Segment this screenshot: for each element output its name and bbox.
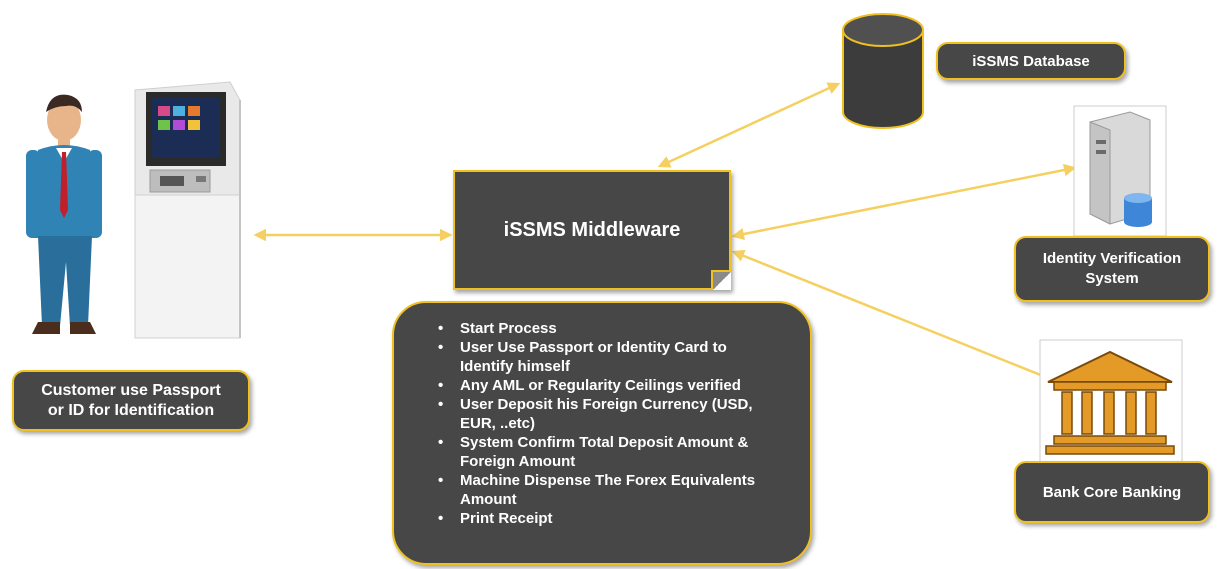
customer-label-line1: Customer use Passport bbox=[41, 381, 221, 399]
process-steps-list: Start Process User Use Passport or Ident… bbox=[414, 319, 790, 528]
customer-box: Customer use Passport or ID for Identifi… bbox=[12, 370, 250, 431]
arrow-middleware-corebanking bbox=[731, 249, 1061, 385]
identity-label-line2: System bbox=[1085, 270, 1139, 287]
identity-label-line1: Identity Verification bbox=[1042, 250, 1182, 267]
arrow-middleware-identity bbox=[731, 163, 1077, 241]
middleware-label: iSSMS Middleware bbox=[503, 218, 681, 241]
arrow-middleware-database bbox=[657, 82, 841, 168]
process-steps-box: Start Process User Use Passport or Ident… bbox=[392, 301, 812, 565]
process-step: User Deposit his Foreign Currency (USD,E… bbox=[438, 395, 790, 433]
process-step: Machine Dispense The Forex EquivalentsAm… bbox=[438, 471, 790, 509]
identity-verification-box: Identity Verification System bbox=[1014, 236, 1210, 302]
process-step: System Confirm Total Deposit Amount &For… bbox=[438, 433, 790, 471]
database-label-box: iSSMS Database bbox=[936, 42, 1126, 80]
folded-corner bbox=[711, 270, 731, 290]
process-step: User Use Passport or Identity Card toIde… bbox=[438, 338, 790, 376]
core-banking-label: Bank Core Banking bbox=[1042, 483, 1182, 501]
database-label: iSSMS Database bbox=[972, 52, 1090, 70]
middleware-box: iSSMS Middleware bbox=[453, 170, 731, 290]
process-step: Start Process bbox=[438, 319, 790, 338]
process-step: Print Receipt bbox=[438, 509, 790, 528]
core-banking-box: Bank Core Banking bbox=[1014, 461, 1210, 523]
process-step: Any AML or Regularity Ceilings verified bbox=[438, 376, 790, 395]
customer-label-line2: or ID for Identification bbox=[47, 401, 215, 419]
